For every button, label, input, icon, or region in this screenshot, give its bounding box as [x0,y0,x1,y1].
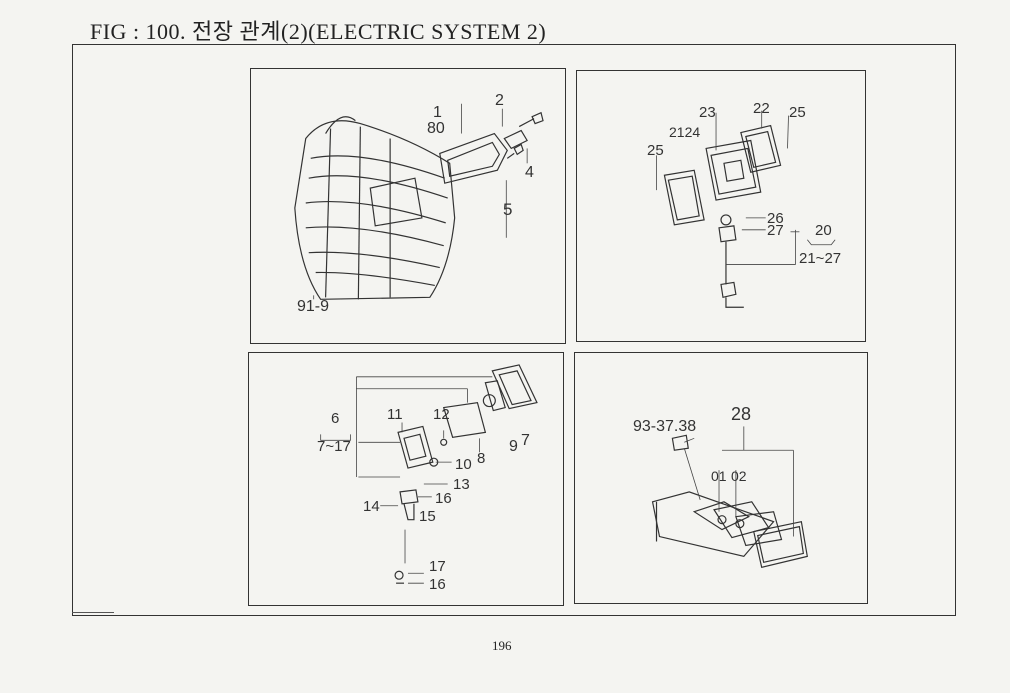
callout-28: 28 [731,404,752,424]
switch-panel-drawing [651,426,808,569]
callout-26: 26 [767,210,784,227]
panel-switch: 28 93-37.38 01 02 [574,352,868,604]
callout-15: 15 [419,508,436,525]
callout-01: 01 [711,468,727,484]
callout-2: 2 [495,92,504,109]
callout-7: 7 [521,432,530,449]
callout-93-37-38: 93-37.38 [633,418,697,435]
callout-13: 13 [453,476,470,493]
callout-02: 02 [731,468,747,484]
lamp-components-drawing [320,364,538,584]
callout-12: 12 [433,406,450,423]
figure-frame [72,44,956,616]
callout-9: 9 [509,438,518,455]
light-assembly-drawing [656,110,836,308]
callout-16-upper: 16 [435,490,452,507]
callout-22: 22 [753,100,770,117]
callout-17: 17 [429,558,446,575]
callout-21-27: 21~27 [799,250,842,267]
panel-lamp-components: 6 7~17 11 12 10 8 9 7 13 16 14 15 17 16 [248,352,564,606]
callout-1: 1 [433,104,442,121]
callout-14: 14 [363,498,380,515]
panel-front-grille: 1 80 2 4 5 91-9 [250,68,566,344]
callout-8: 8 [477,450,486,467]
callout-6: 6 [331,410,340,427]
callout-11: 11 [387,406,403,423]
front-grille-drawing [294,103,544,300]
callout-20: 20 [815,222,832,239]
callout-10: 10 [455,456,472,473]
page-title: FIG : 100. 전장 관계(2)(ELECTRIC SYSTEM 2) [90,19,547,44]
callout-7-17: 7~17 [317,438,351,455]
callout-91-9: 91-9 [297,298,330,315]
callout-27: 27 [767,222,784,239]
page-number: 196 [492,638,512,653]
callout-5: 5 [503,200,513,219]
callout-4: 4 [525,164,534,181]
callout-80: 80 [427,120,445,137]
callout-2124: 2124 [669,124,701,140]
callout-25-right: 25 [789,104,806,121]
callout-25-left: 25 [647,142,664,159]
callout-23: 23 [699,104,716,121]
panel-light-assembly: 23 22 25 2124 25 26 27 20 21~27 [576,70,866,342]
frame-corner-mark [72,612,114,613]
callout-16-lower: 16 [429,576,446,593]
